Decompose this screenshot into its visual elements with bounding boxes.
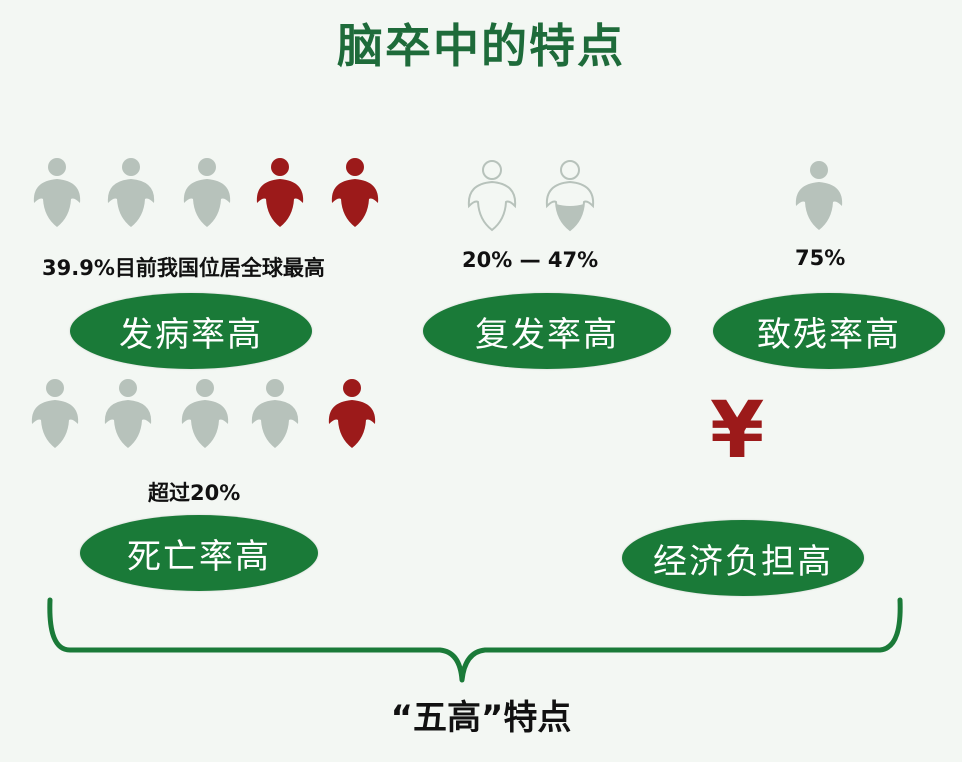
person-icon xyxy=(107,158,155,227)
person-icon xyxy=(545,160,595,232)
disability-stat: 75% xyxy=(795,246,846,270)
person-icon xyxy=(104,379,152,448)
person-icon xyxy=(33,158,81,227)
person-icon xyxy=(31,379,79,448)
person-icon xyxy=(181,379,229,448)
bracket-line xyxy=(47,597,903,683)
person-icon xyxy=(331,158,379,227)
recurrence-badge: 复发率高 xyxy=(423,293,671,369)
incidence-stat: 39.9%目前我国位居全球最高 xyxy=(42,256,325,280)
disability-badge: 致残率高 xyxy=(713,293,945,369)
incidence-badge: 发病率高 xyxy=(70,293,312,369)
yen-icon: ¥ xyxy=(710,386,765,476)
person-icon xyxy=(328,379,376,448)
person-icon xyxy=(183,158,231,227)
person-icon xyxy=(467,160,517,232)
five-highs-caption: “五高”特点 xyxy=(390,698,572,738)
person-icon xyxy=(795,161,843,230)
mortality-badge: 死亡率高 xyxy=(80,515,318,591)
person-icon xyxy=(251,379,299,448)
person-icon xyxy=(256,158,304,227)
mortality-stat: 超过20% xyxy=(148,481,241,505)
page-title: 脑卒中的特点 xyxy=(337,19,625,73)
recurrence-stat: 20% — 47% xyxy=(462,248,599,272)
economic-badge: 经济负担高 xyxy=(622,520,864,596)
